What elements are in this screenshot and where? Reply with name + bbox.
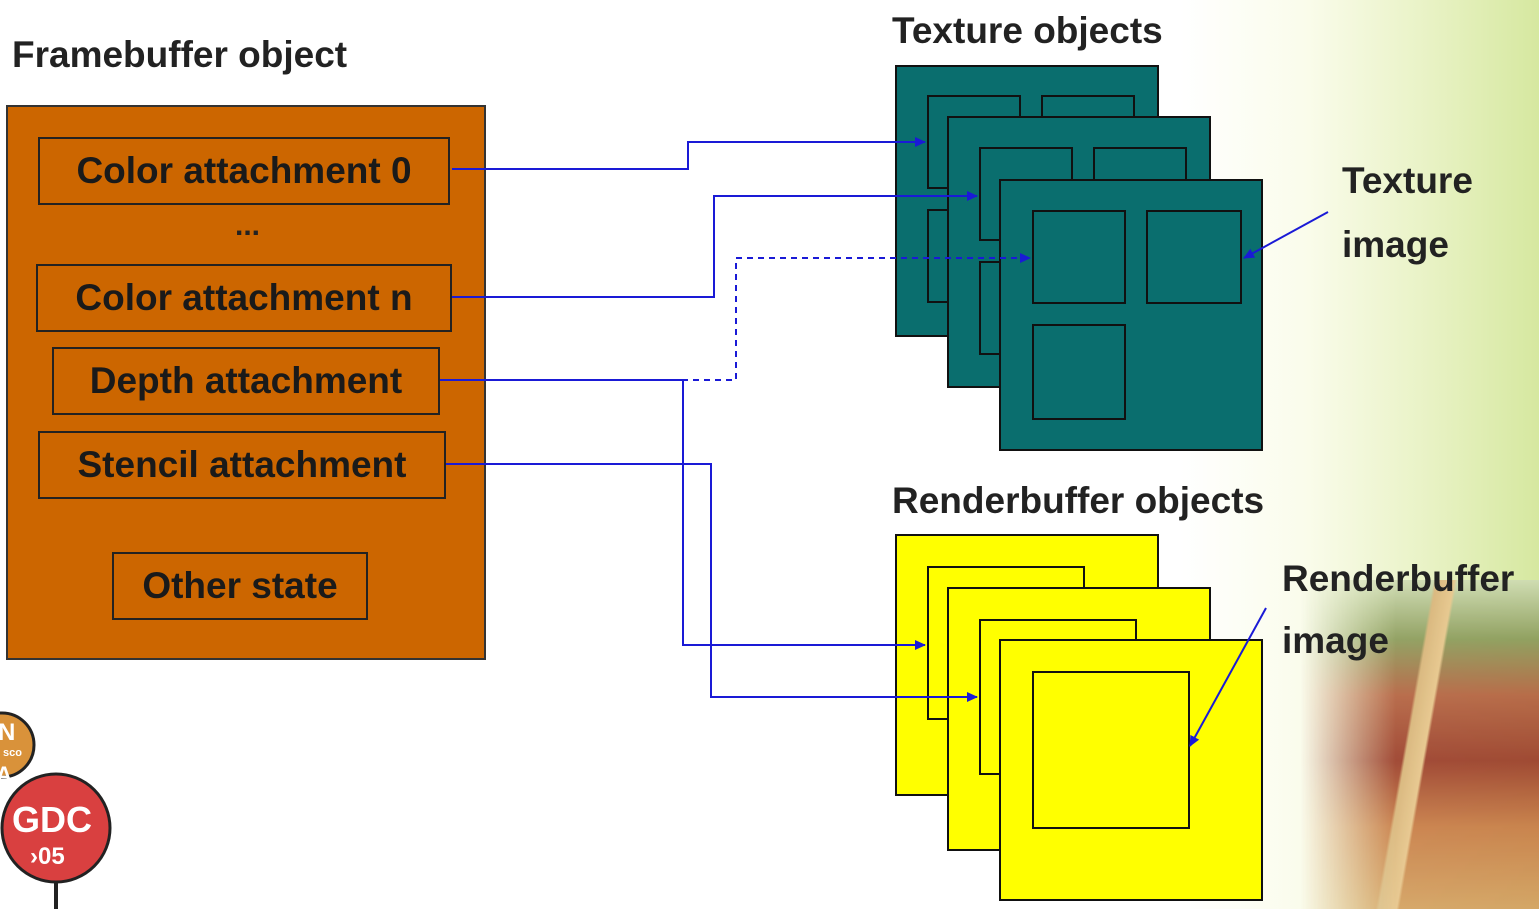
renderbuffer-image-pointer — [1189, 607, 1267, 747]
texture-image-label-line2: image — [1342, 224, 1449, 265]
logo-small-text-2: sco — [3, 747, 22, 759]
logo-year-text: ›05 — [30, 843, 65, 870]
color-attachment-n: Color attachment n — [36, 264, 452, 332]
renderbuffer-image-label-line1: Renderbuffer — [1282, 558, 1515, 599]
other-state: Other state — [112, 552, 368, 620]
logo-small-text-1: N — [0, 719, 15, 746]
gdc-logo: N sco A GDC ›05 — [0, 711, 112, 909]
ellipsis: ... — [235, 209, 261, 242]
framebuffer-object-box: Color attachment 0 ... Color attachment … — [6, 105, 486, 660]
depth-attachment: Depth attachment — [52, 347, 440, 415]
link-colorN-to-texture — [452, 191, 978, 298]
texture-objects-title: Texture objects — [892, 10, 1163, 51]
link-stencil-to-renderbuffer — [446, 463, 978, 702]
logo-small-text-3: A — [0, 762, 12, 787]
texture-image-label-line1: Texture — [1342, 160, 1473, 201]
texture-object-front — [999, 179, 1263, 451]
renderbuffer-objects-title: Renderbuffer objects — [892, 480, 1265, 521]
renderbuffer-object-front — [999, 639, 1263, 901]
framebuffer-title: Framebuffer object — [12, 34, 348, 75]
color-attachment-0: Color attachment 0 — [38, 137, 450, 205]
link-color0-to-texture — [452, 137, 926, 170]
texture-image-pointer — [1243, 211, 1329, 259]
stencil-attachment: Stencil attachment — [38, 431, 446, 499]
logo-gdc-text: GDC — [12, 799, 92, 840]
renderbuffer-image-label-line2: image — [1282, 620, 1389, 661]
link-depth-to-renderbuffer — [440, 379, 926, 650]
landscape-image — [1300, 580, 1539, 909]
